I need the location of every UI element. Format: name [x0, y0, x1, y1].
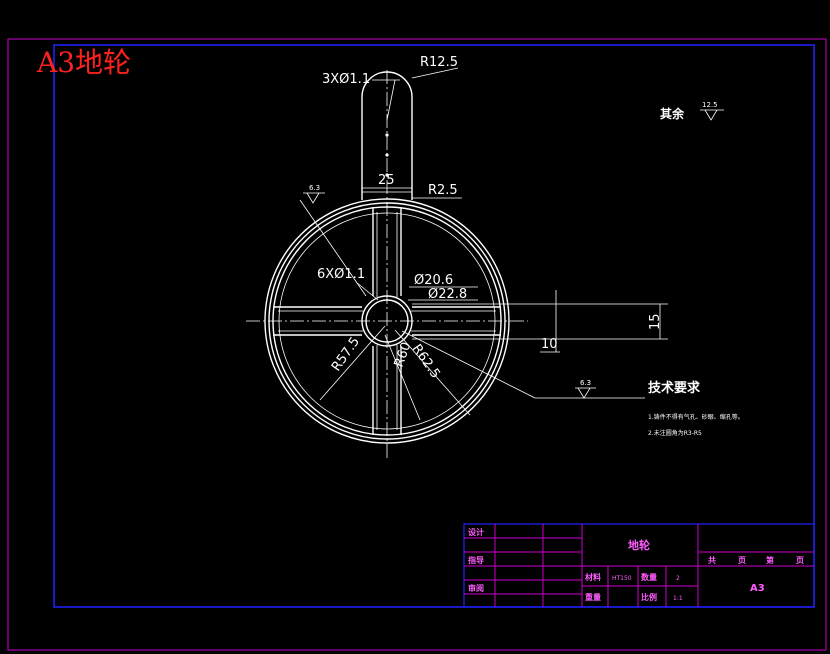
sheet-title: A3地轮	[36, 46, 131, 79]
dimension-lines	[299, 67, 668, 421]
title-block	[463, 523, 815, 608]
dim-width-25: 25	[378, 173, 395, 188]
tb-quantity-label: 数量	[641, 572, 657, 582]
tb-design: 设计	[468, 527, 484, 537]
tb-weight-label: 重量	[585, 592, 601, 602]
dim-d-20-6: Ø20.6	[414, 273, 453, 288]
roughness-left: 6.3	[303, 184, 325, 204]
dim-holes-top: 3XØ1.1	[322, 72, 370, 87]
handle-stem	[361, 71, 413, 200]
tb-quantity-value: 2	[676, 575, 680, 582]
tb-material-label: 材料	[585, 572, 601, 582]
dim-r-62-5: R62.5	[409, 342, 443, 382]
outer-frame	[7, 38, 827, 651]
tb-material-value: HT150	[612, 575, 632, 582]
roughness-right: 6.3	[575, 379, 596, 399]
tb-page-unit: 页	[738, 556, 746, 565]
dim-r-top: R12.5	[420, 55, 458, 70]
dim-d-22-8: Ø22.8	[428, 287, 467, 302]
wheel-hub	[361, 295, 413, 347]
tb-part-name: 地轮	[628, 538, 650, 552]
dim-15: 15	[648, 313, 663, 330]
dim-10: 10	[541, 337, 558, 352]
tb-total: 共	[708, 555, 716, 565]
tech-req-line2: 2.未注圆角为R3-R5	[648, 429, 702, 437]
tech-req-heading: 技术要求	[648, 380, 701, 396]
dim-holes-side: 6XØ1.1	[317, 267, 365, 282]
roughness-rest-label: 其余	[660, 106, 685, 121]
tb-scale-value: 1:1	[673, 595, 683, 602]
tb-review: 审阅	[468, 583, 484, 593]
dim-r-57-5: R57.5	[329, 335, 363, 375]
roughness-right-value: 6.3	[580, 379, 591, 387]
roughness-rest: 其余 12.5	[660, 101, 724, 121]
wheel-rim	[264, 198, 510, 444]
tb-sheet: 第	[766, 555, 774, 565]
tb-check: 指导	[468, 555, 484, 565]
dim-r-2-5: R2.5	[428, 183, 458, 198]
inner-frame	[53, 44, 815, 608]
tech-req-line1: 1.铸件不得有气孔、砂眼、缩孔等。	[648, 413, 744, 421]
spokes	[273, 207, 501, 435]
tb-page-unit2: 页	[796, 556, 804, 565]
tb-format: A3	[750, 583, 765, 594]
roughness-rest-value: 12.5	[702, 101, 718, 109]
roughness-left-value: 6.3	[309, 184, 320, 192]
tb-scale-label: 比例	[641, 592, 657, 602]
